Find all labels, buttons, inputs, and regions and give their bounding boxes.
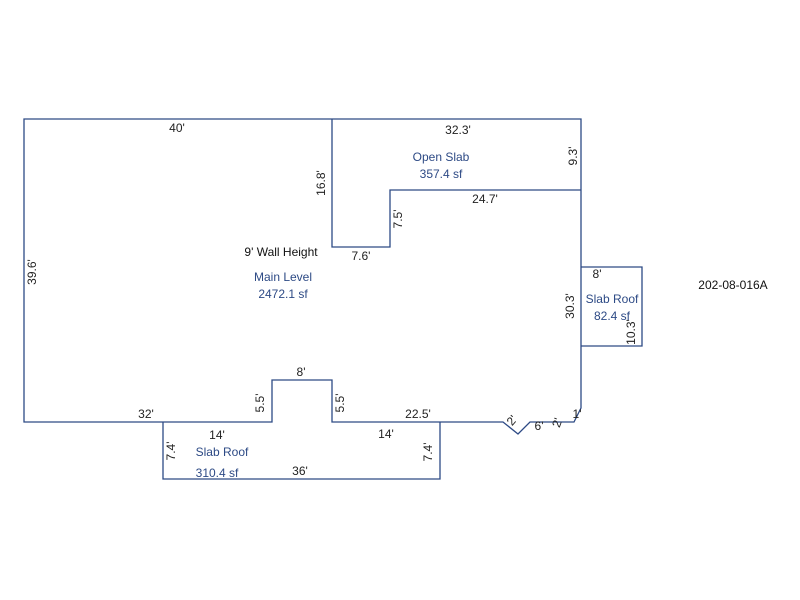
dim-slab-right-side: 10.3' xyxy=(624,319,638,345)
dim-slab-bottom-bottom: 36' xyxy=(292,464,308,478)
dim-open-slab-left: 16.8' xyxy=(314,170,328,196)
dim-notch-top: 8' xyxy=(297,365,306,379)
slab-roof-right-name: Slab Roof xyxy=(586,292,639,306)
open-slab-outline xyxy=(331,119,581,248)
dim-notch-right: 5.5' xyxy=(333,394,347,413)
slab-roof-right-outline xyxy=(581,266,643,347)
open-slab-size: 357.4 sf xyxy=(420,167,463,181)
dim-slab-bottom-top-left: 14' xyxy=(209,428,225,442)
main-level-name: Main Level xyxy=(254,270,312,284)
dim-slab-bottom-right: 7.4' xyxy=(421,443,435,462)
open-slab-name: Open Slab xyxy=(413,150,470,164)
dim-open-slab-step: 7.5' xyxy=(391,210,405,229)
dim-slab-bottom-left: 7.4' xyxy=(164,442,178,461)
dim-open-slab-top: 32.3' xyxy=(445,123,471,137)
dim-main-bottom-left: 32' xyxy=(138,407,154,421)
dim-chamfer-left: 2' xyxy=(504,412,520,428)
dim-open-slab-right: 9.3' xyxy=(566,147,580,166)
dim-chamfer-step: 1' xyxy=(573,407,582,421)
main-level-size: 2472.1 sf xyxy=(258,287,308,301)
dim-slab-bottom-top-right: 14' xyxy=(378,427,394,441)
dim-open-slab-bottom-left: 7.6' xyxy=(352,249,371,263)
dim-chamfer-bottom: 6' xyxy=(535,419,544,433)
slab-roof-bottom-name: Slab Roof xyxy=(196,445,249,459)
dim-open-slab-bottom-right: 24.7' xyxy=(472,192,498,206)
slab-roof-right-size: 82.4 sf xyxy=(594,309,631,323)
dim-notch-left: 5.5' xyxy=(253,394,267,413)
dim-main-left: 39.6' xyxy=(25,259,39,285)
dim-slab-right-top: 8' xyxy=(593,267,602,281)
dim-chamfer-right: 2' xyxy=(549,416,565,429)
wall-height-label: 9' Wall Height xyxy=(244,245,318,259)
dim-main-bottom-right: 22.5' xyxy=(405,407,431,421)
dim-main-top: 40' xyxy=(169,121,185,135)
parcel-id: 202-08-016A xyxy=(698,278,767,292)
main-level-outline xyxy=(23,118,582,435)
slab-roof-bottom-outline xyxy=(162,422,441,480)
dim-main-right: 30.3' xyxy=(563,293,577,319)
slab-roof-bottom-size: 310.4 sf xyxy=(196,466,239,480)
